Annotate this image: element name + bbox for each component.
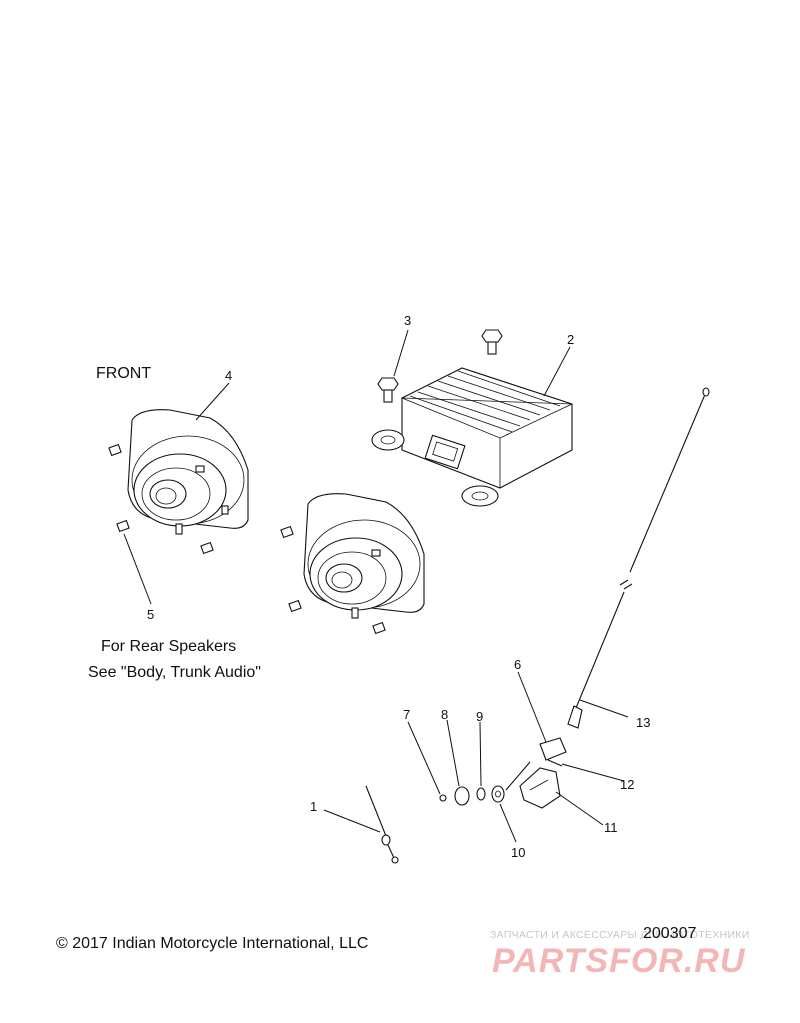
antenna-mount bbox=[505, 737, 567, 809]
antenna-hardware bbox=[439, 785, 505, 806]
callout-8: 8 bbox=[441, 707, 448, 722]
callout-10: 10 bbox=[511, 845, 525, 860]
front-speaker bbox=[127, 409, 249, 535]
callout-7: 7 bbox=[403, 707, 410, 722]
speaker-screw bbox=[108, 443, 386, 635]
callout-3: 3 bbox=[404, 313, 411, 328]
amplifier-bolt bbox=[377, 329, 503, 403]
callout-9: 9 bbox=[476, 709, 483, 724]
callout-11: 11 bbox=[604, 820, 618, 835]
callout-4: 4 bbox=[225, 368, 232, 383]
copyright-notice: © 2017 Indian Motorcycle International, … bbox=[56, 935, 369, 952]
watermark-brand: PARTSFOR.RU bbox=[492, 942, 746, 980]
callout-12: 12 bbox=[620, 777, 634, 792]
callout-2: 2 bbox=[567, 332, 574, 347]
leader-lines bbox=[123, 329, 629, 843]
callout-numbers: 1 2 3 4 5 6 7 8 9 10 11 12 13 bbox=[147, 313, 650, 860]
antenna-cable bbox=[365, 785, 399, 864]
antenna-mast bbox=[567, 387, 710, 729]
callout-6: 6 bbox=[514, 657, 521, 672]
callout-1: 1 bbox=[310, 799, 317, 814]
front-label: FRONT bbox=[96, 365, 152, 382]
callout-13: 13 bbox=[636, 715, 650, 730]
watermark-tagline: ЗАПЧАСТИ И АКСЕССУАРЫ ДЛЯ МОТОТЕХНИКИ bbox=[490, 929, 750, 941]
rear-speaker-note-line2: See "Body, Trunk Audio" bbox=[88, 664, 261, 681]
rear-speaker-note-line1: For Rear Speakers bbox=[101, 638, 237, 655]
second-speaker bbox=[303, 493, 425, 619]
amplifier-module bbox=[371, 367, 573, 507]
figure-number: 200307 bbox=[643, 925, 697, 942]
callout-5: 5 bbox=[147, 607, 154, 622]
